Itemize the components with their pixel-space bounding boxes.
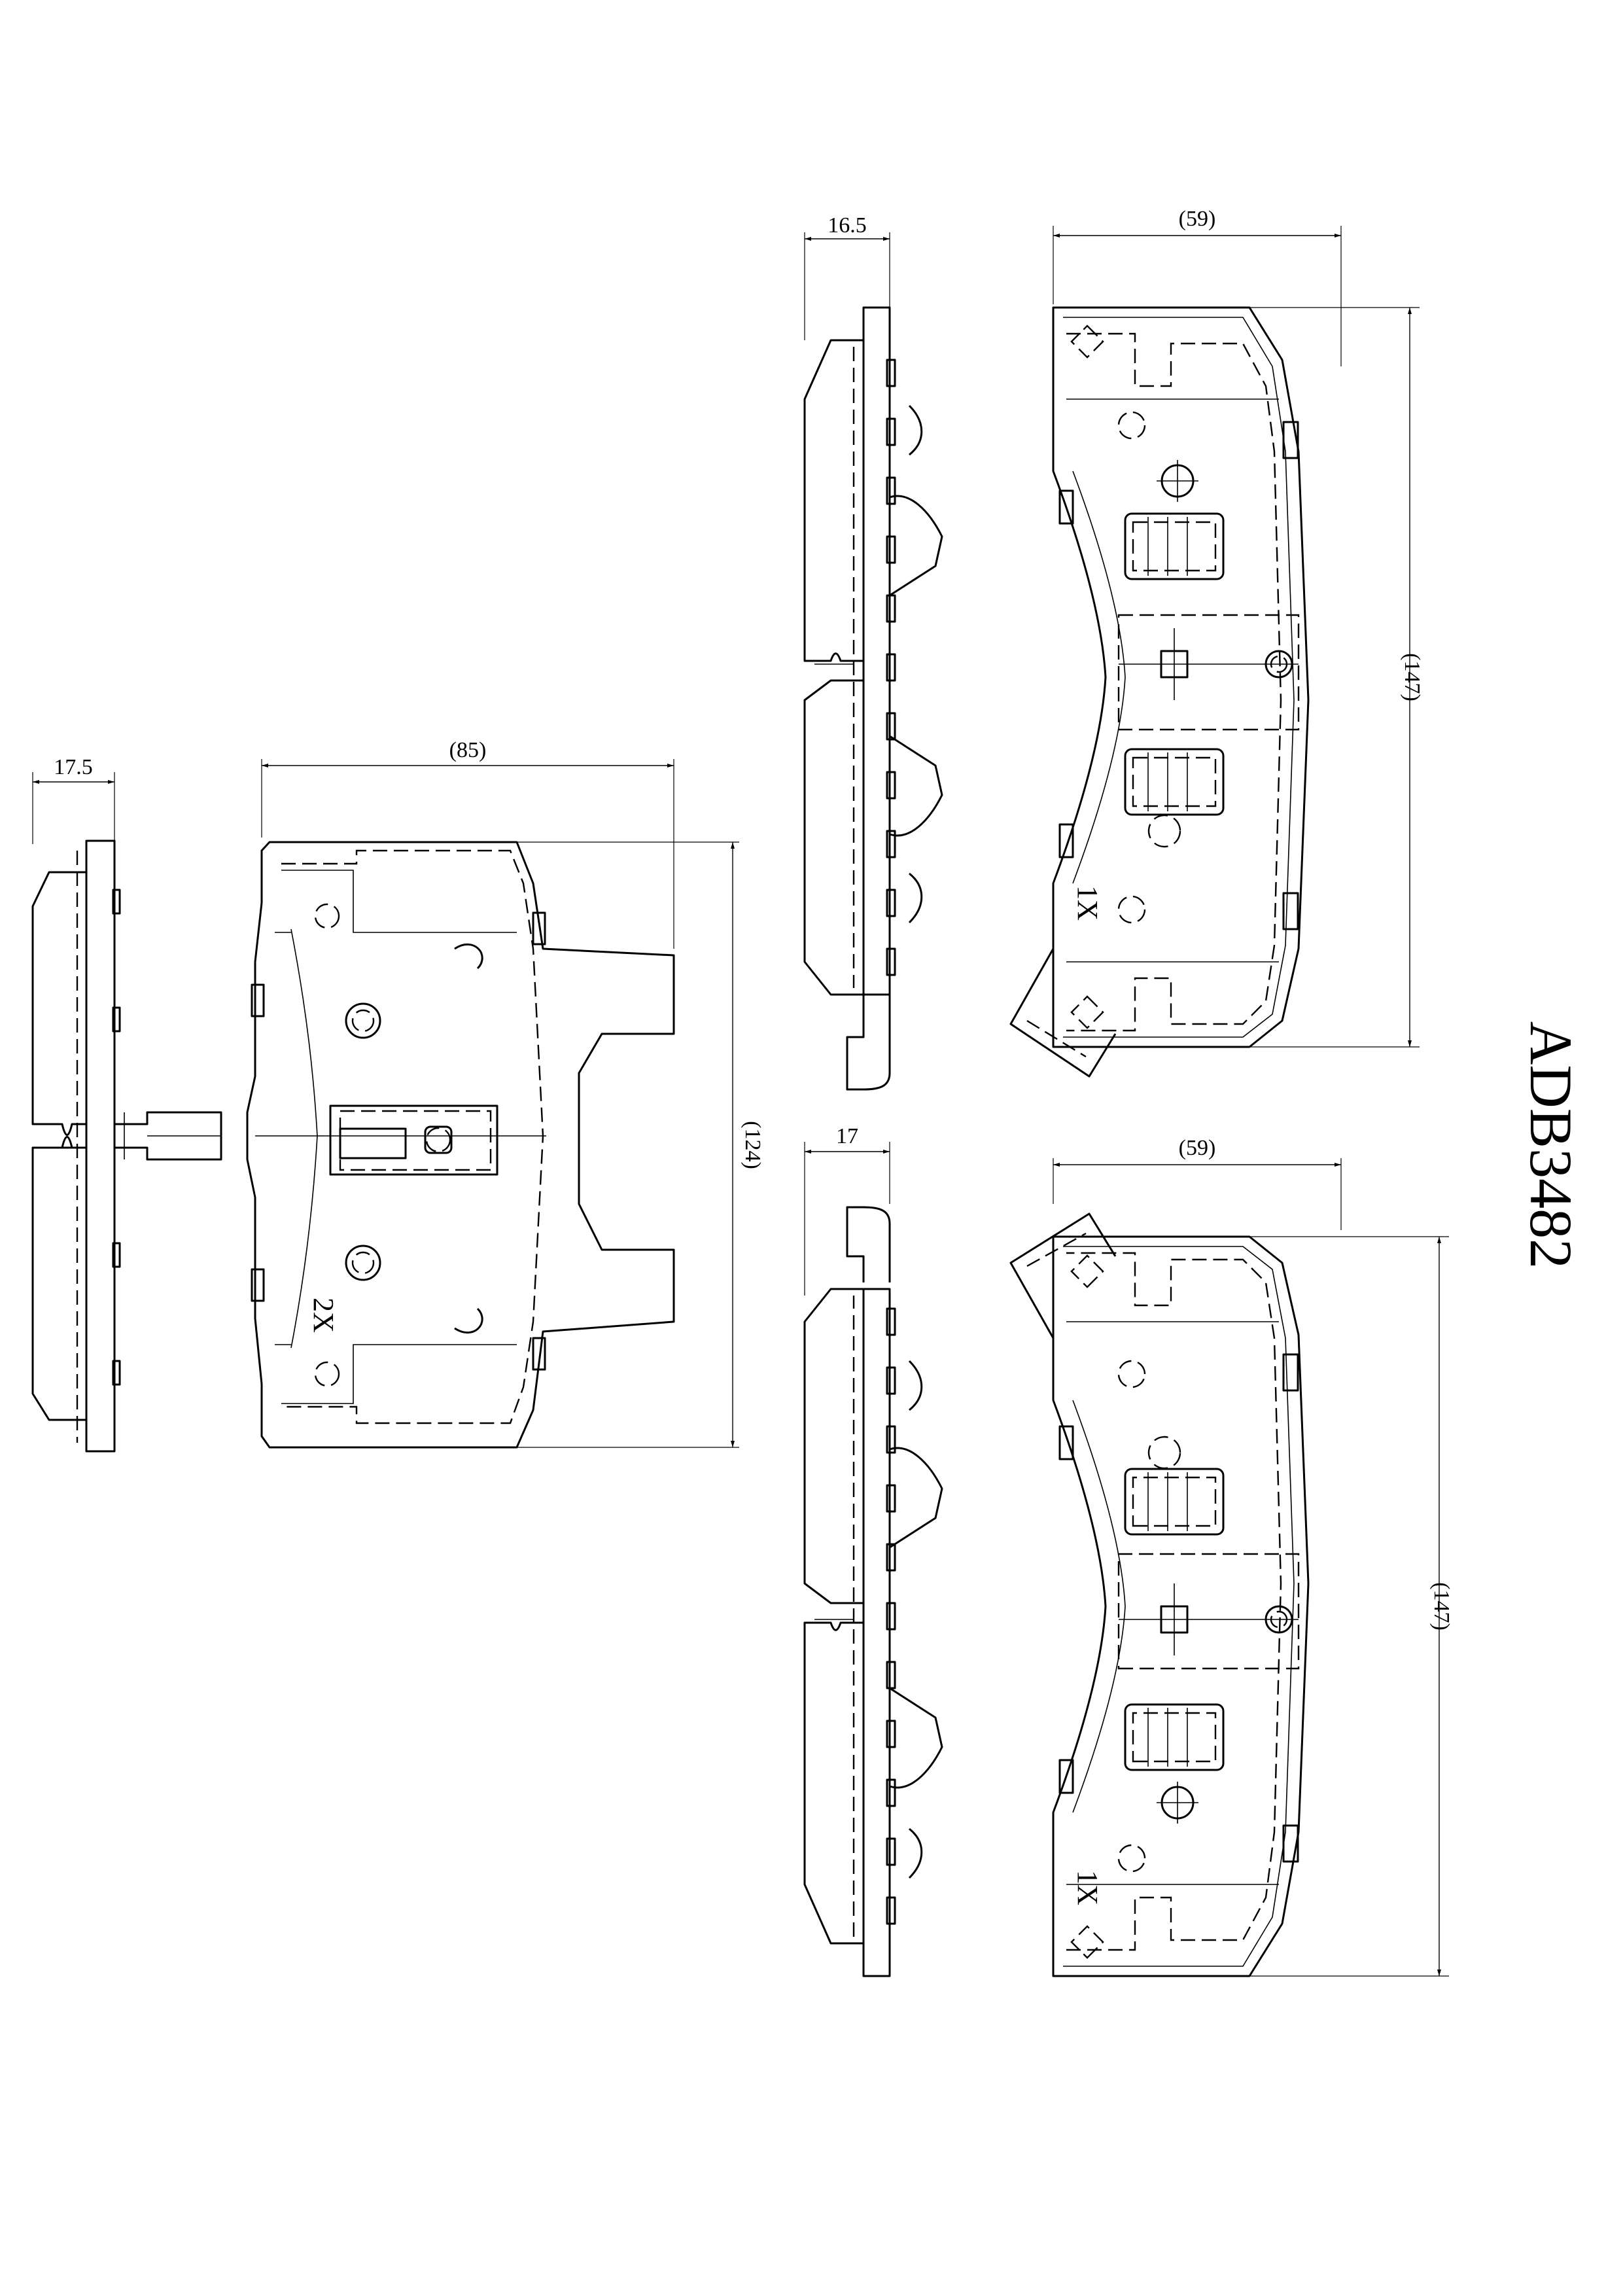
rear-pad-upper-thickness-label: 16.5 bbox=[828, 213, 867, 238]
front-pad-thickness-label: 17.5 bbox=[54, 755, 93, 779]
rear-pad-lower-quantity-label: 1X bbox=[1072, 1870, 1104, 1905]
rear-pad-upper-width-label: (59) bbox=[1179, 207, 1216, 231]
rear-pad-upper-front-view bbox=[1009, 306, 1310, 1078]
rear-pad-lower-front-view bbox=[1009, 1212, 1310, 1977]
rear-pad-lower-dimensions bbox=[804, 1142, 1449, 1977]
rear-pad-upper-height-label: (147) bbox=[1400, 653, 1424, 701]
rear-pad-upper-quantity-label: 1X bbox=[1072, 885, 1104, 921]
rear-pad-lower-thickness-label: 17 bbox=[836, 1124, 858, 1148]
front-pad-dimensions bbox=[32, 759, 739, 1448]
rear-pad-upper-side-view bbox=[803, 306, 943, 1091]
front-pad-front-view bbox=[246, 841, 675, 1449]
front-pad-side-view bbox=[31, 839, 222, 1453]
front-pad-height-label: (124) bbox=[741, 1121, 765, 1169]
rear-pad-lower-height-label: (147) bbox=[1429, 1582, 1454, 1631]
front-pad-quantity-label: 2X bbox=[307, 1298, 340, 1333]
rear-pad-lower-width-label: (59) bbox=[1179, 1136, 1216, 1160]
front-pad-width-label: (85) bbox=[449, 738, 487, 762]
part-number-title: ADB3482 bbox=[1518, 1021, 1584, 1269]
rear-pad-upper-dimensions bbox=[804, 226, 1420, 1048]
rear-pad-lower-side-view bbox=[803, 1206, 943, 1977]
